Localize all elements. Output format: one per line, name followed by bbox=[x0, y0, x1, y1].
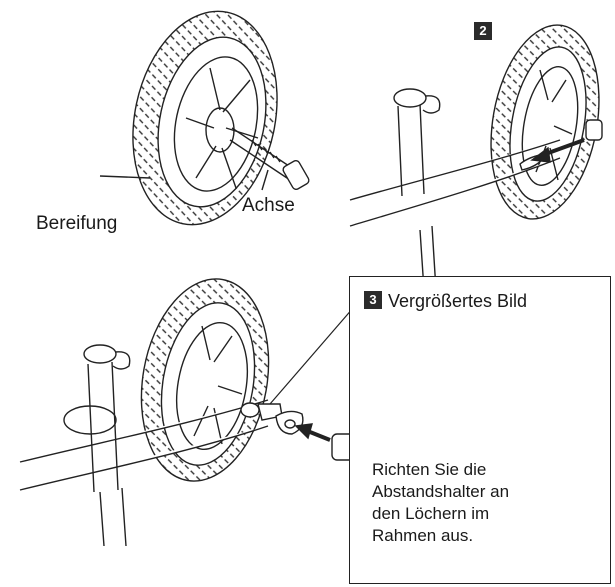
step-3-badge: 3 bbox=[364, 291, 382, 309]
enlarged-view-panel: 3 Vergrößertes Bild Richten Sie die Abst… bbox=[349, 276, 611, 584]
axle-label: Achse bbox=[242, 195, 295, 216]
frame-tube-2 bbox=[349, 139, 561, 227]
frame-tube-3 bbox=[19, 399, 269, 491]
wheel-panel-1 bbox=[99, 10, 310, 226]
spokes-1 bbox=[185, 67, 259, 189]
wheel-panel-2 bbox=[349, 24, 603, 291]
rim-3 bbox=[176, 321, 248, 451]
tire-label: Bereifung bbox=[36, 213, 118, 234]
axle-1 bbox=[229, 127, 293, 181]
enlarged-view-title: Vergrößertes Bild bbox=[388, 291, 528, 311]
step-2-badge: 2 bbox=[474, 22, 492, 40]
wheel-panel-3 bbox=[19, 278, 361, 547]
alignment-instruction: Richten Sie die Abstandshalter an den Lö… bbox=[372, 460, 510, 545]
